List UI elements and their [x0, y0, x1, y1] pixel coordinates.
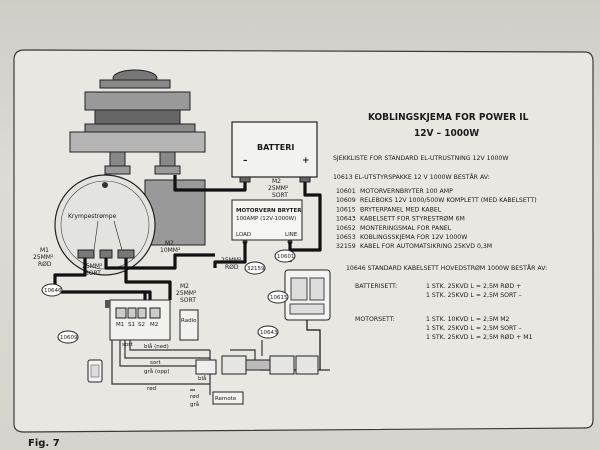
wire-m2-bottom-a: M2 [180, 283, 189, 290]
checklist-item-code: 32159 [336, 243, 356, 250]
wire-25-rod-a: 25MM² [221, 257, 242, 264]
motor-label: Krympestrømpe [68, 213, 117, 220]
ref-10643: 10643 [260, 330, 278, 336]
kit-heading: 10613 EL-UTSTYRSPAKKE 12 V 1000W BESTÅR … [333, 172, 490, 181]
title-block: KOBLINGSKJEMA FOR POWER IL 12V – 1000W [368, 112, 529, 139]
wire-m1-b: 25MM² [33, 254, 54, 261]
checklist-item-desc: RELEBOKS 12V 1000/500W KOMPLETT (MED KAB… [360, 197, 537, 204]
checklist: SJEKKLISTE FOR STANDARD EL-UTRUSTNING 12… [333, 155, 537, 250]
relay-sort-label: sort [122, 342, 133, 348]
wire-25-rod-b: RØD [225, 264, 239, 271]
ctrl-blue-small: blå [198, 375, 206, 382]
ctrl-bla-label: blå (ned) [144, 343, 169, 350]
battery-label: BATTERI [257, 143, 294, 152]
figure-label: Fig. 7 [28, 438, 60, 449]
ref-10646: 10646 [44, 288, 62, 294]
remote-label: Remote [215, 396, 237, 402]
wire-m1-a: M1 [40, 247, 49, 254]
battery-plus: + [302, 156, 310, 166]
relay-fuse-label: Radio [181, 318, 197, 324]
motor-line-2: 1 STK. 25KVD L = 2,5M SORT – [426, 325, 522, 332]
ref-10609: 10609 [60, 335, 78, 341]
ctrl-sort-label: sort [150, 360, 161, 366]
motor-line-1: 1 STK. 10KVD L = 2,5M M2 [426, 316, 510, 323]
relay-terminal-m1: M1 [116, 322, 124, 328]
ref-circles: 10601 32159 10646 10609 10615 10643 [41, 249, 296, 344]
checklist-item-code: 10643 [336, 216, 356, 223]
battery-line-2: 1 STK. 25KVD L = 2,5M SORT – [426, 292, 522, 299]
relay-terminal-s1: S1 [128, 322, 135, 328]
checklist-item-desc: MOTORVERNBRYTER 100 AMP [360, 188, 453, 195]
checklist-item-code: 10609 [336, 197, 356, 204]
wire-m2-bottom-b: 25MM² [176, 290, 197, 297]
control-wires [111, 340, 330, 395]
motor-set-label: MOTORSETT: [355, 316, 395, 323]
ctrl-rod-label: rød [147, 386, 156, 392]
wire-25-sort-b: SORT [85, 270, 101, 277]
checklist-item-desc: KABELSETT FOR STYRESTRØM 6M [360, 215, 465, 223]
circuit-breaker: MOTORVERN BRYTER 100AMP (12V-1000W) LOAD… [231, 199, 303, 245]
breaker-sub: 100AMP (12V-1000W) [236, 216, 296, 222]
wire-25-sort-a: 25MM² [82, 263, 103, 270]
plug-connectors [195, 355, 319, 375]
switch-panel [284, 269, 331, 370]
ref-10615: 10615 [270, 295, 288, 301]
title-line1: KOBLINGSKJEMA FOR POWER IL [368, 112, 529, 123]
winch-assembly [69, 69, 206, 175]
main-cable-list: 10646 STANDARD KABELSETT HOVEDSTRØM 1000… [346, 263, 547, 341]
breaker-label: MOTORVERN BRYTER [236, 208, 302, 214]
wire-m2-top-b: 25MM² [268, 185, 289, 192]
ctrl-rod2-label: rød [190, 394, 199, 400]
checklist-item-desc: KOBLINGSSKJEMA FOR 12V 1000W [360, 234, 467, 241]
battery: BATTERI – + [231, 121, 318, 183]
checklist-heading: SJEKKLISTE FOR STANDARD EL-UTRUSTNING 12… [333, 155, 508, 162]
battery-line-1: 1 STK. 25KVD L = 2,5M RØD + [426, 282, 521, 290]
motor-line-3: 1 STK. 25KVD L = 2,5M RØD + M1 [426, 333, 533, 341]
breaker-line: LINE [285, 232, 298, 238]
breaker-load: LOAD [236, 232, 251, 238]
remote-unit: Remote [87, 359, 244, 405]
checklist-item-desc: MONTERINGSMAL FOR PANEL [360, 225, 452, 232]
relay-terminal-s2: S2 [138, 322, 145, 328]
ctrl-gra-label: grå (opp) [144, 368, 170, 375]
checklist-item-desc: KABEL FOR AUTOMATSIKRING 25KVD 0,3M [360, 243, 492, 250]
checklist-item-desc: BRYTERPANEL MED KABEL [360, 206, 442, 213]
ctrl-gra2-label: grå [190, 401, 199, 408]
checklist-item-code: 10653 [336, 234, 356, 241]
checklist-item-code: 10652 [336, 225, 356, 232]
wire-m1-c: RØD [38, 261, 52, 268]
main-cable-heading: 10646 STANDARD KABELSETT HOVEDSTRØM 1000… [346, 263, 547, 272]
ref-32159: 32159 [247, 266, 265, 272]
wire-m2-top-a: M2 [272, 178, 281, 185]
wire-m2-mid-b: 10MM² [160, 247, 181, 254]
ref-10601: 10601 [277, 254, 295, 260]
checklist-item-code: 10615 [336, 206, 356, 213]
battery-set-label: BATTERISETT: [355, 283, 397, 290]
wire-m2-mid-a: M2 [165, 240, 174, 247]
battery-minus: – [243, 156, 248, 166]
wire-m2-bottom-c: SORT [180, 297, 196, 304]
checklist-item-code: 10601 [336, 188, 356, 195]
checklist-items: 10601 MOTORVERNBRYTER 100 AMP 10609 RELEBOK… [336, 188, 537, 250]
title-line2: 12V – 1000W [414, 128, 479, 139]
relay-terminal-m2: M2 [150, 322, 158, 328]
wire-m2-top-c: SORT [272, 192, 288, 199]
relay-box: M1 S1 S2 M2 Radio sort [105, 299, 199, 348]
